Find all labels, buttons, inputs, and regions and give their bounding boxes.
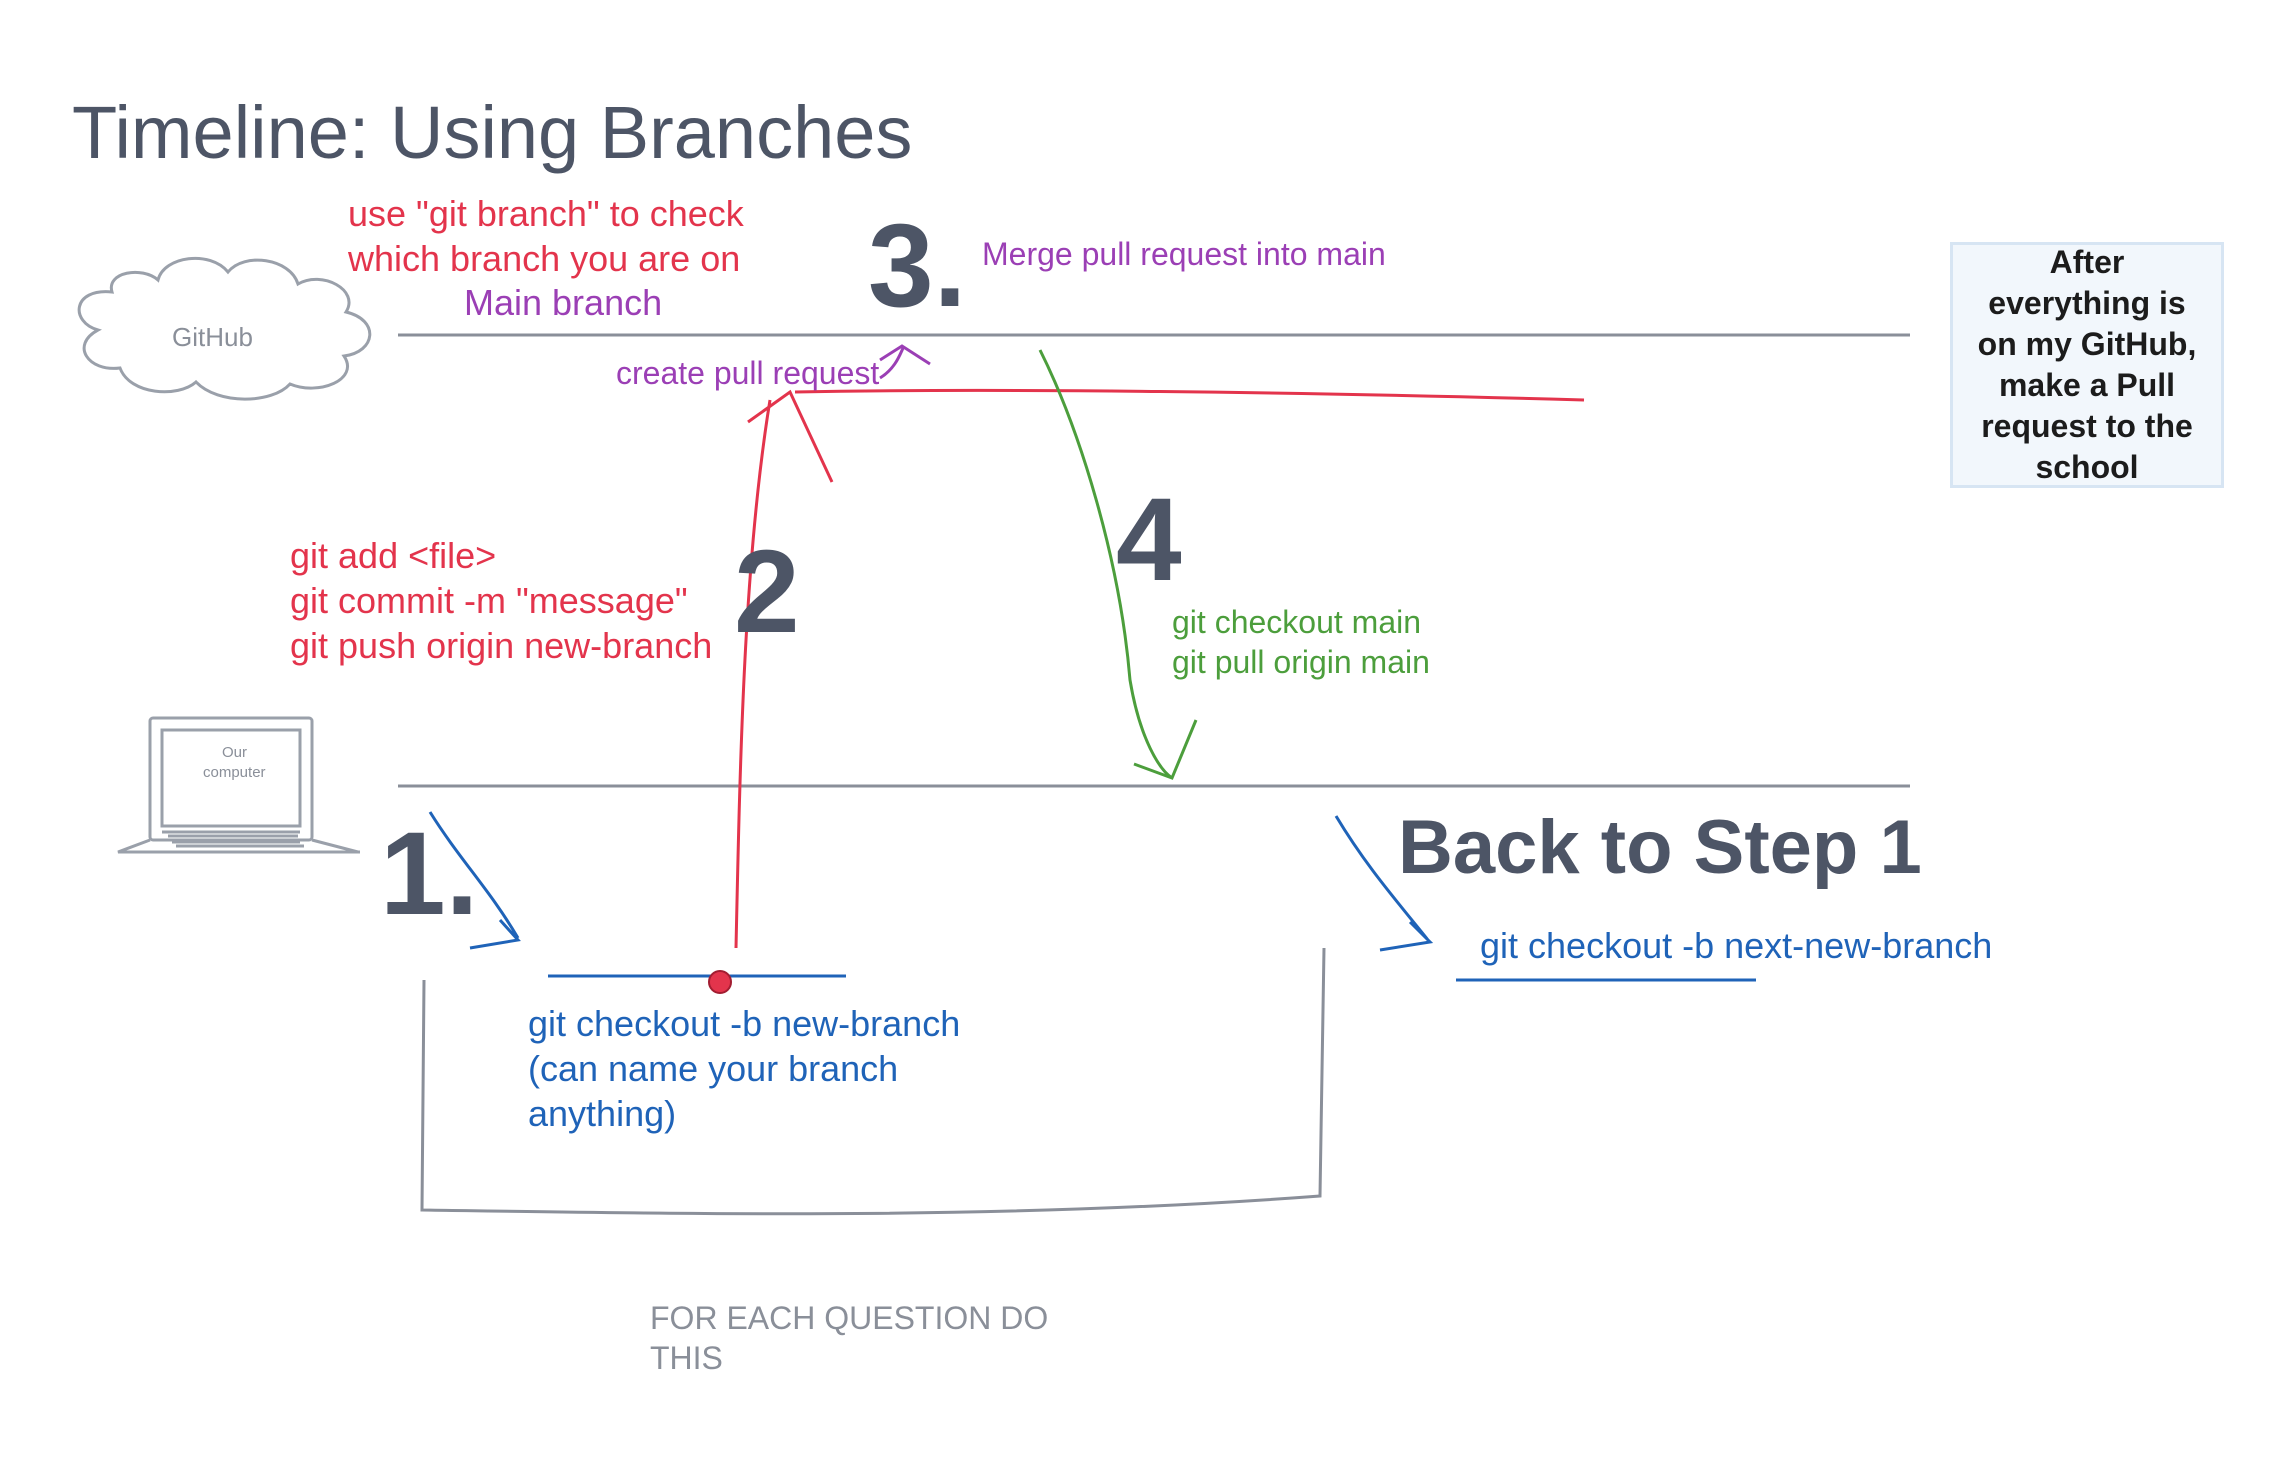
git-push-command: git push origin new-branch [290, 625, 713, 666]
branch-check-note-line1: use "git branch" to check [348, 193, 744, 234]
step4-line1: git checkout main [1172, 604, 1422, 640]
page-title: Timeline: Using Branches [72, 91, 913, 174]
git-commit-command: git commit -m "message" [290, 580, 688, 621]
step1-arrow [428, 811, 521, 950]
pull-arrow [1038, 349, 1198, 780]
step1-bracket [420, 947, 1326, 1216]
branch-check-note-line2: which branch you are on [348, 238, 741, 279]
cloud-label: GitHub [172, 322, 253, 352]
footer-line2: THIS [650, 1340, 723, 1376]
create-pr-label: create pull request [616, 355, 880, 391]
step1-line1: git checkout -b new-branch [528, 1003, 961, 1044]
computer-label-line2: computer [203, 764, 266, 781]
back-arrow [1334, 815, 1434, 952]
step1-number: 1. [380, 808, 479, 940]
step1-line2: (can name your branch [528, 1048, 899, 1089]
step1-line3: anything) [528, 1093, 677, 1134]
step4-line2: git pull origin main [1172, 644, 1430, 680]
step4-number: 4 [1116, 474, 1182, 606]
sticky-note: After everything is on my GitHub, make a… [1950, 242, 2224, 488]
footer-line1: FOR EACH QUESTION DO [650, 1300, 1049, 1336]
push-arrow [734, 388, 1585, 949]
main-branch-label: Main branch [464, 282, 663, 323]
laptop-icon [117, 716, 360, 854]
sticky-note-text: After everything is on my GitHub, make a… [1977, 244, 2197, 485]
create-pr-arrow [879, 344, 931, 380]
step3-label: Merge pull request into main [982, 236, 1386, 272]
computer-label-line1: Our [222, 744, 248, 761]
cloud-shape [77, 256, 372, 401]
back-to-step1-heading: Back to Step 1 [1398, 805, 1922, 890]
step2-number: 2 [734, 526, 800, 658]
branch-start-dot [708, 970, 732, 994]
next-branch-command: git checkout -b next-new-branch [1480, 925, 1993, 966]
step3-number: 3. [868, 200, 967, 332]
git-add-command: git add <file> [290, 535, 497, 576]
